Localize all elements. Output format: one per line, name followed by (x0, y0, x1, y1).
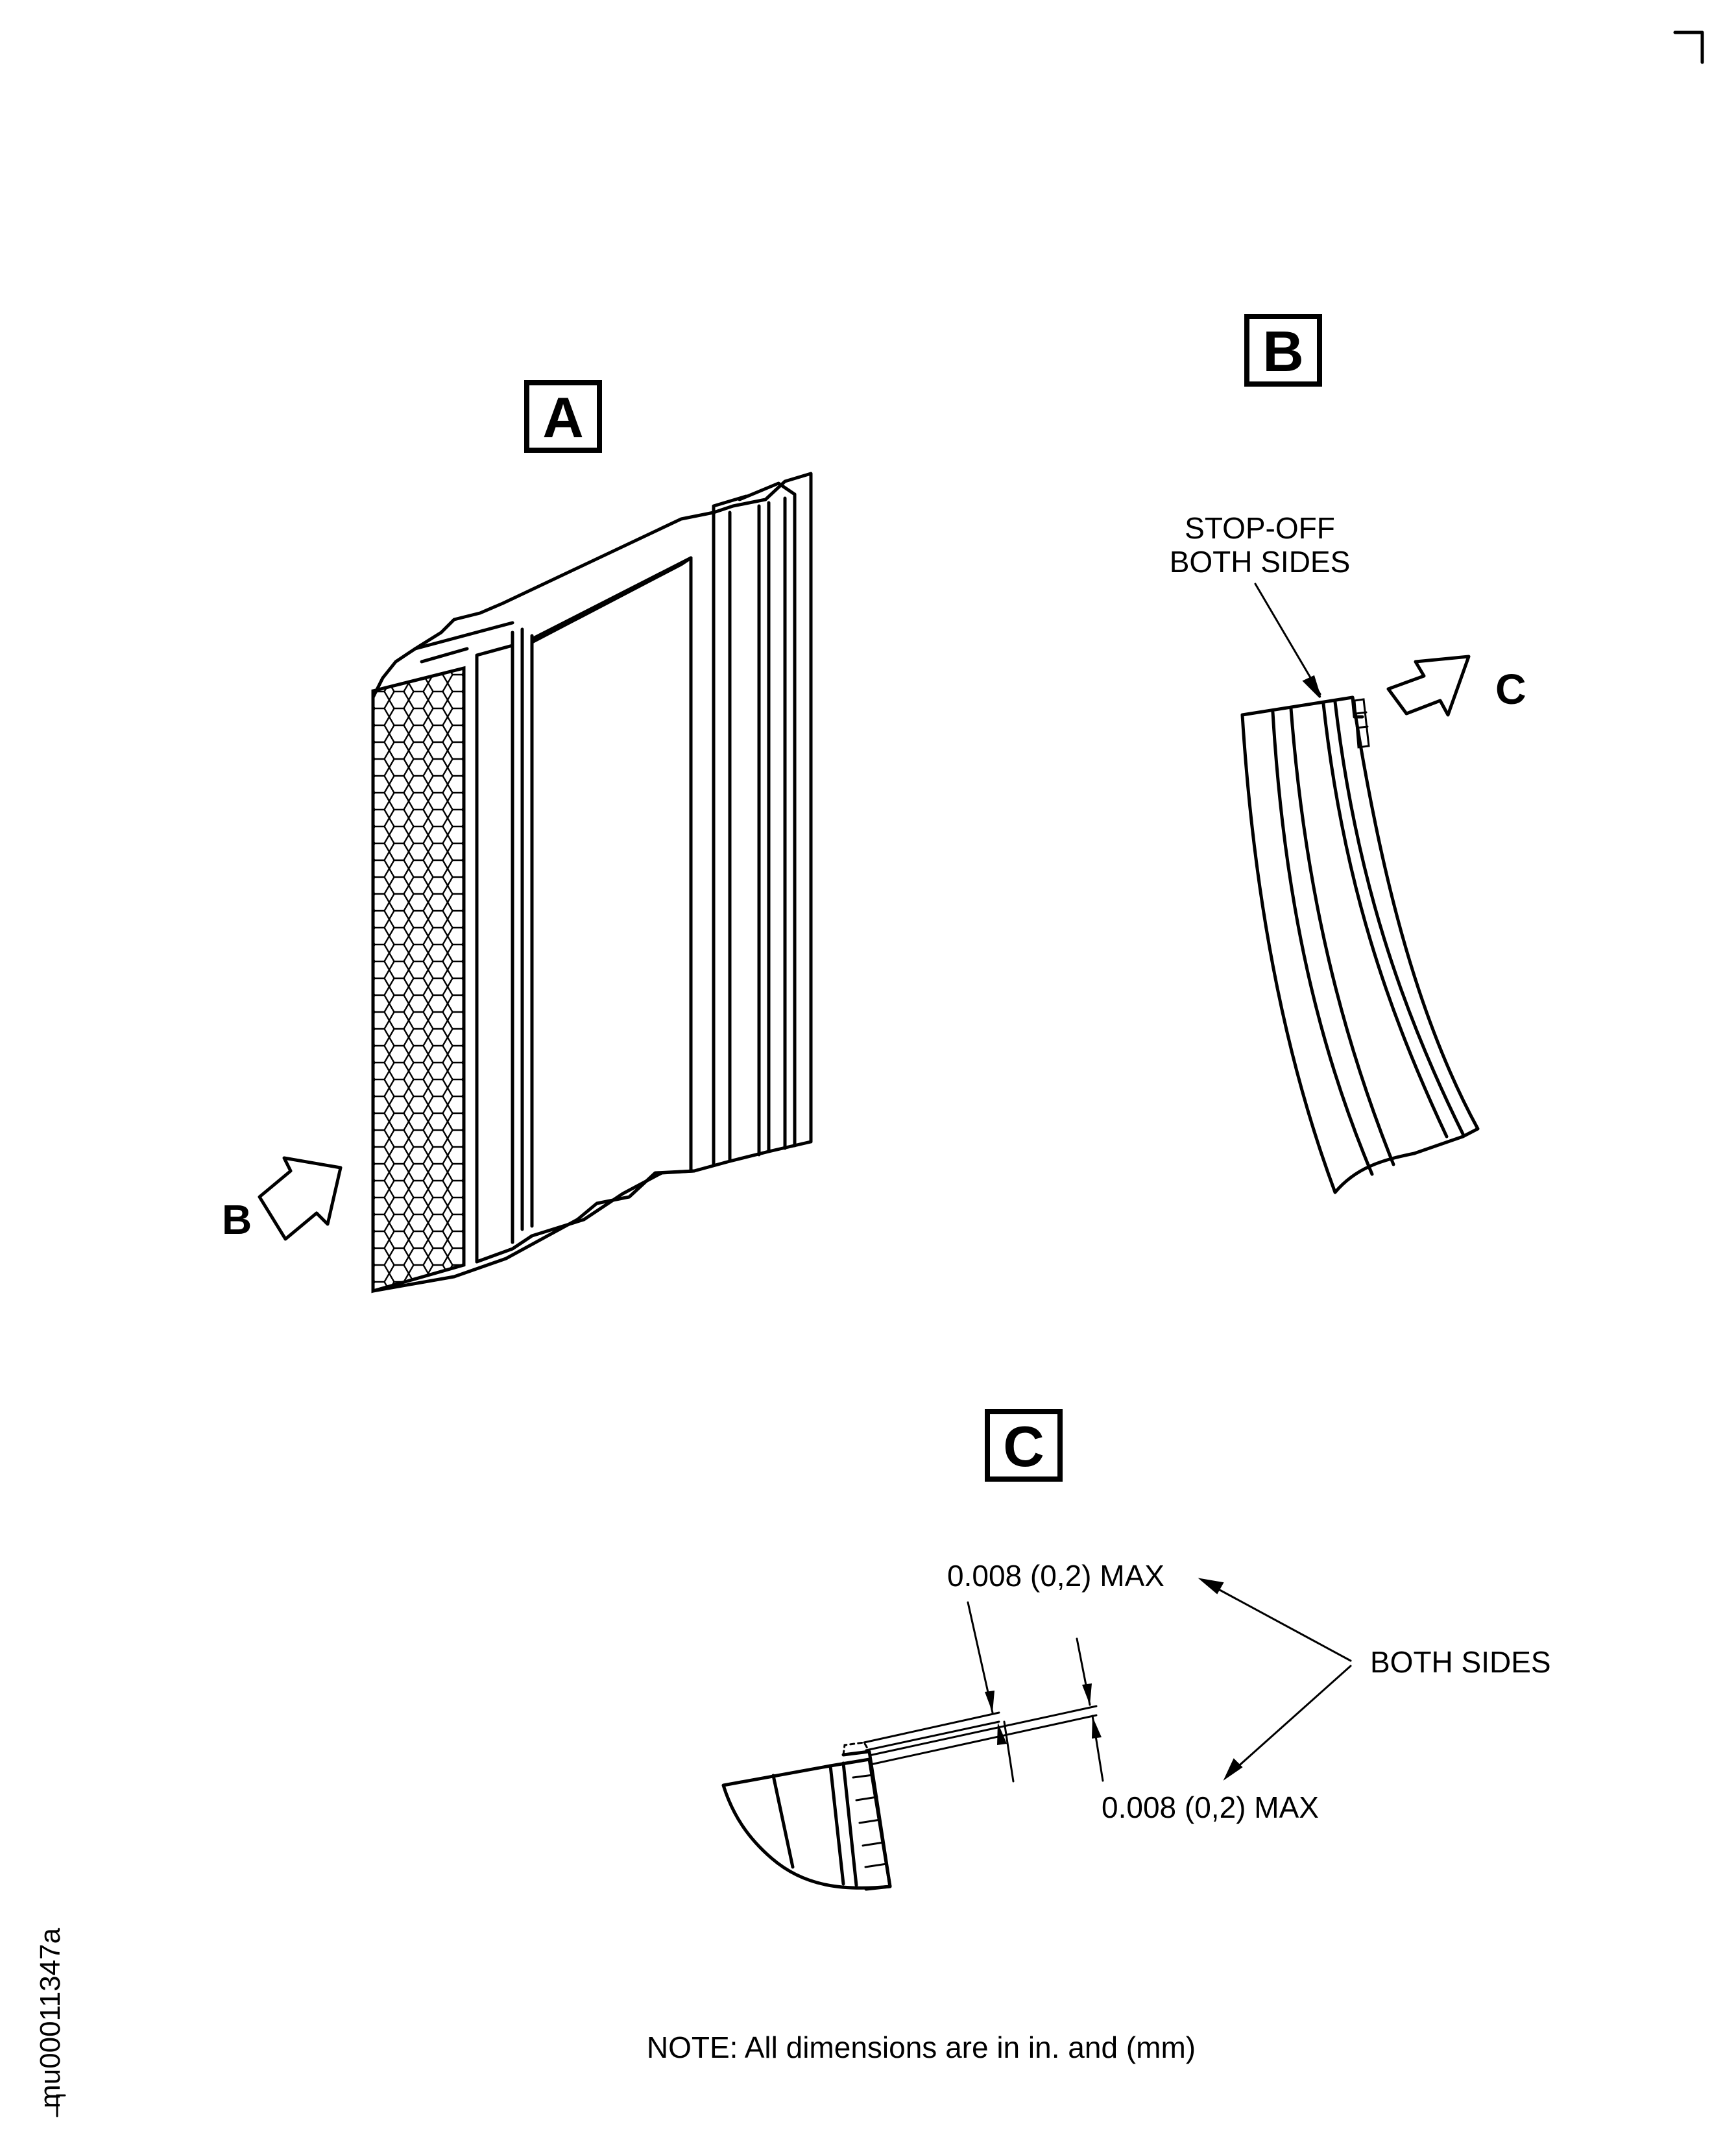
view-b: B STOP-OFF BOTH SIDES C (1170, 314, 1526, 1194)
stop-off-callout: STOP-OFF (1185, 511, 1335, 545)
view-a-label: A (542, 385, 584, 450)
view-c-label-box (985, 1409, 1063, 1482)
figure-code-mark (56, 2094, 66, 2117)
dimension-bottom: 0.008 (0,2) MAX (1102, 1790, 1319, 1824)
stop-off-arrowhead (1302, 675, 1321, 699)
view-c-label: C (1003, 1414, 1044, 1478)
view-a-label-box (524, 380, 602, 453)
dimension-top: 0.008 (0,2) MAX (947, 1559, 1164, 1593)
view-b-direction-arrow (258, 1156, 343, 1241)
stop-off-callout-sides: BOTH SIDES (1170, 545, 1351, 579)
both-sides-callout: BOTH SIDES (1370, 1645, 1551, 1679)
view-b-arrow-label: B (222, 1196, 252, 1243)
view-b-label: B (1262, 319, 1304, 383)
dimensions-note: NOTE: All dimensions are in in. and (mm) (647, 2031, 1196, 2064)
section-outline (1240, 695, 1480, 1194)
stop-off-leader (1254, 583, 1321, 695)
figure-code: mu00011347a (34, 1927, 66, 2108)
view-c-direction-arrow (1386, 655, 1471, 717)
view-c: C 0.008 (0,2) MAX 0.008 (0,2) MAX BOTH S… (721, 1409, 1551, 1891)
section-detail (721, 1757, 892, 1890)
crop-mark (1673, 30, 1704, 64)
view-a: A B (222, 380, 813, 1294)
view-c-arrow-label: C (1495, 665, 1526, 713)
view-b-label-box (1244, 314, 1322, 387)
panel-outline (371, 472, 813, 1293)
honeycomb-core (371, 666, 466, 1294)
